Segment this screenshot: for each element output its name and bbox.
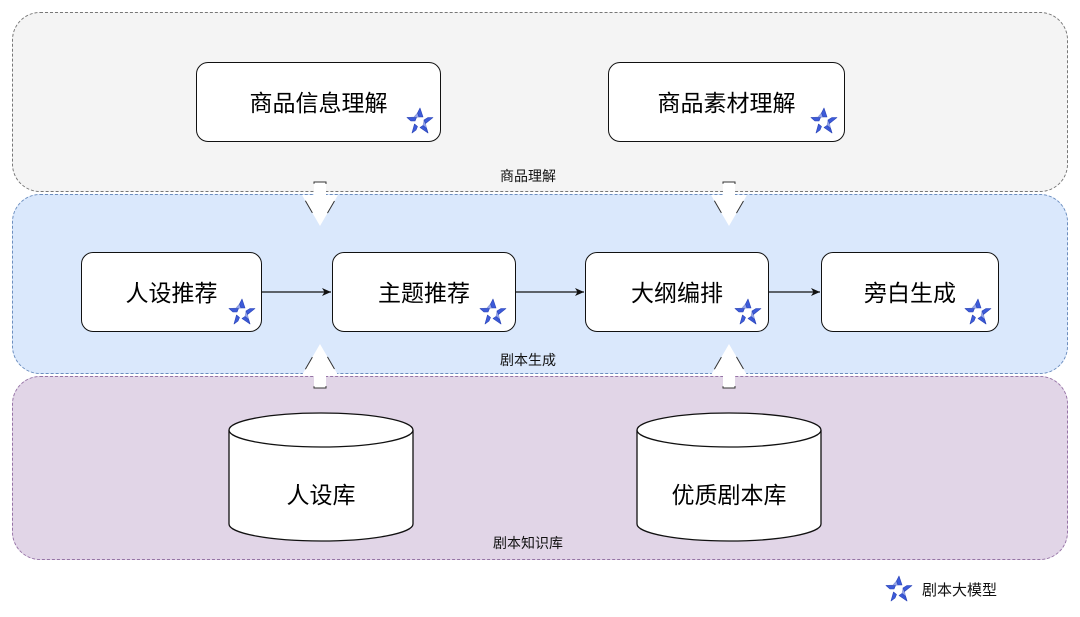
group-script-knowledge-base xyxy=(12,376,1068,560)
node-label: 大纲编排 xyxy=(631,281,723,307)
node-label: 人设推荐 xyxy=(125,281,218,307)
block-arrow-up-1 xyxy=(301,343,339,389)
database-cylinder-shape xyxy=(636,412,822,542)
script-llm-star-icon xyxy=(405,106,435,136)
node-product-material-understanding[interactable]: 商品素材理解 xyxy=(608,62,845,142)
block-arrow-down-2 xyxy=(710,181,748,227)
node-label: 旁白生成 xyxy=(864,281,956,307)
script-llm-star-icon xyxy=(227,297,257,327)
script-llm-star-icon xyxy=(809,106,839,136)
node-outline-arrange[interactable]: 大纲编排 xyxy=(585,252,769,332)
script-llm-star-icon xyxy=(884,574,914,604)
node-persona-recommend[interactable]: 人设推荐 xyxy=(81,252,262,332)
group-label-script-generation: 剧本生成 xyxy=(500,353,556,369)
script-llm-star-icon xyxy=(733,297,763,327)
node-product-info-understanding[interactable]: 商品信息理解 xyxy=(196,62,441,142)
database-quality-script[interactable]: 优质剧本库 xyxy=(636,412,822,542)
legend-label: 剧本大模型 xyxy=(922,580,998,599)
legend: 剧本大模型 xyxy=(884,574,997,604)
node-narration-generate[interactable]: 旁白生成 xyxy=(821,252,999,332)
node-label: 商品素材理解 xyxy=(657,91,796,117)
group-product-understanding xyxy=(12,12,1068,192)
database-label: 优质剧本库 xyxy=(671,483,787,509)
node-theme-recommend[interactable]: 主题推荐 xyxy=(332,252,516,332)
group-label-script-knowledge-base: 剧本知识库 xyxy=(493,536,563,552)
node-label: 主题推荐 xyxy=(378,281,470,307)
group-label-product-understanding: 商品理解 xyxy=(500,169,556,185)
database-label: 人设库 xyxy=(286,483,356,509)
script-llm-star-icon xyxy=(963,297,993,327)
node-label: 商品信息理解 xyxy=(249,91,388,117)
block-arrow-down-1 xyxy=(301,181,339,227)
database-cylinder-shape xyxy=(228,412,414,542)
database-persona[interactable]: 人设库 xyxy=(228,412,414,542)
script-llm-star-icon xyxy=(478,297,508,327)
block-arrow-up-2 xyxy=(710,343,748,389)
